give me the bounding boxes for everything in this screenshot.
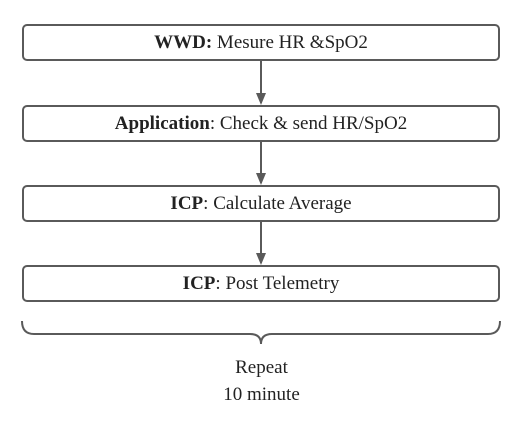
step-separator: : — [215, 273, 221, 294]
step-actor: WWD — [154, 32, 206, 53]
step-measure-hr-spo2: WWD: Mesure HR &SpO2 — [22, 24, 500, 61]
repeat-brace — [21, 320, 501, 345]
step-check-send-hr-spo2: Application: Check & send HR/SpO2 — [22, 105, 500, 142]
repeat-label: Repeat — [235, 357, 288, 378]
step-separator: : — [203, 193, 209, 214]
step-post-telemetry: ICP: Post Telemetry — [22, 265, 500, 302]
step-separator: : — [205, 32, 213, 53]
step-actor: Application — [114, 113, 210, 134]
step-actor: ICP — [182, 273, 216, 294]
step-action: Calculate Average — [208, 193, 352, 214]
step-actor: ICP — [170, 193, 204, 214]
repeat-interval: 10 minute — [223, 384, 300, 405]
step-action: Post Telemetry — [220, 273, 340, 294]
step-calculate-average: ICP: Calculate Average — [22, 185, 500, 222]
step-separator: : — [209, 113, 216, 134]
step-action: Check & send HR/SpO2 — [215, 113, 408, 134]
step-action: Mesure HR &SpO2 — [212, 32, 368, 53]
